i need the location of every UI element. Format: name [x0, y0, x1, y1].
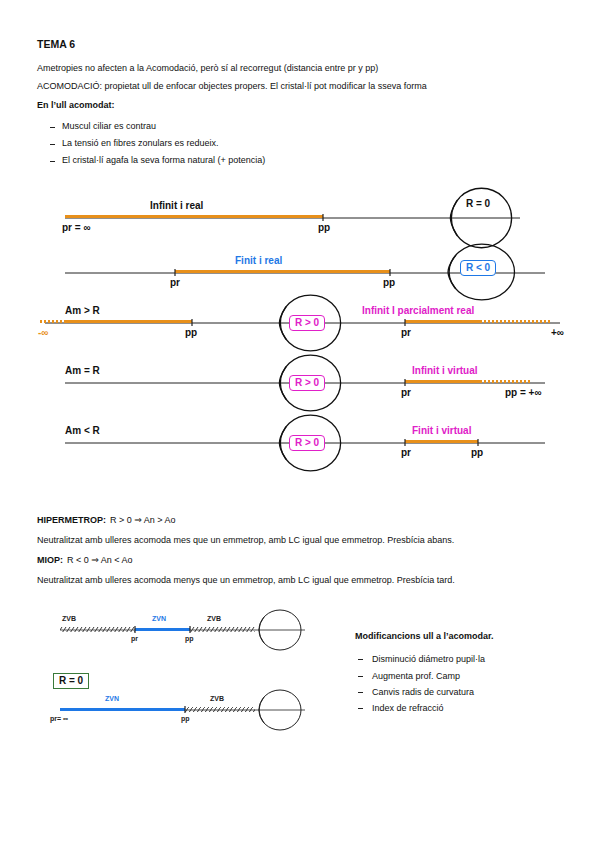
diagram-label: Modificancions ull a l’acomodar.	[355, 631, 494, 642]
refraction-label: R = 0	[56, 675, 86, 687]
diagram-label: pp = +∞	[505, 387, 542, 399]
diagram-label: pp	[185, 327, 197, 339]
diagram-label: Infinit i virtual	[412, 365, 478, 377]
diagram-label: ZVB	[207, 615, 221, 623]
eye-outline: R > 0	[272, 294, 342, 352]
diagram-label: pp	[318, 222, 330, 234]
diagram-label: ZVN	[105, 695, 119, 703]
diagram-label: -∞	[38, 327, 48, 339]
diagram-label: Infinit I parcialment real	[362, 305, 474, 317]
diagram-label: pr	[131, 635, 138, 643]
eye-outline: R > 0	[272, 414, 342, 472]
refraction-label: R = 0	[460, 196, 496, 212]
eye-outline: R < 0	[440, 243, 516, 301]
list-item: Muscul ciliar es contrau	[62, 121, 156, 132]
list-item: La tensió en fibres zonulars es redueix.	[62, 138, 219, 149]
diagram-label: R > 0 ⇒ An > Ao	[110, 515, 176, 526]
diagram-label: pp	[471, 447, 483, 459]
section-heading: En l’ull acomodat:	[37, 100, 115, 111]
diagram-label: pr	[401, 447, 411, 459]
diagram-label: R < 0 ⇒ An < Ao	[67, 555, 133, 566]
diagram-label: pr	[170, 277, 180, 289]
diagram-label: Neutralitzat amb ulleres acomoda mes que…	[37, 535, 454, 546]
list-item: Canvis radis de curvatura	[372, 687, 474, 698]
diagram-label: Finit i virtual	[412, 425, 471, 437]
diagram-label: Am < R	[65, 425, 100, 437]
diagram-label: Neutralitzat amb ulleres acomoda menys q…	[37, 575, 455, 586]
note-text: Ametropies no afecten a la Acomodació, p…	[37, 63, 378, 74]
diagram-label: Am > R	[65, 305, 100, 317]
diagram-label: pr= ∞	[50, 715, 68, 723]
diagram-label: Finit i real	[235, 255, 282, 267]
vision-zone-diagram	[60, 610, 305, 650]
diagram-label: ZVB	[210, 695, 224, 703]
diagram-label: pr	[401, 387, 411, 399]
list-item: Disminució diámetro pupil·la	[372, 654, 485, 665]
list-item: Index de refracció	[372, 703, 444, 714]
vision-zone-diagram	[60, 690, 305, 730]
refraction-label: R > 0	[289, 435, 325, 451]
condition-box: R = 0	[53, 673, 89, 689]
diagram-label: ZVN	[152, 615, 166, 623]
list-item: El cristal·lí agafa la seva forma natura…	[62, 155, 265, 166]
diagram-label: pp	[185, 635, 194, 643]
diagram-label: MIOP:	[37, 555, 63, 566]
diagram-label: pp	[181, 715, 190, 723]
diagram-label: HIPERMETROP:	[37, 515, 106, 526]
refraction-label: R < 0	[460, 260, 496, 276]
page-title: TEMA 6	[37, 38, 75, 51]
eye-outline: R = 0	[443, 187, 513, 249]
refraction-label: R > 0	[289, 375, 325, 391]
definition-text: ACOMODACIÓ: propietat ull de enfocar obj…	[37, 81, 427, 92]
diagram-label: pr	[401, 327, 411, 339]
diagram-label: pp	[383, 277, 395, 289]
bullet-dash	[50, 128, 363, 709]
eye-outline: R > 0	[272, 354, 342, 412]
diagram-label: pr = ∞	[62, 222, 91, 234]
diagram-label: Am = R	[65, 365, 100, 377]
refraction-label: R > 0	[289, 315, 325, 331]
list-item: Augmenta prof. Camp	[372, 671, 460, 682]
diagram-label: ZVB	[62, 615, 76, 623]
diagram-label: Infinit i real	[150, 200, 203, 212]
diagram-label: +∞	[551, 327, 564, 339]
